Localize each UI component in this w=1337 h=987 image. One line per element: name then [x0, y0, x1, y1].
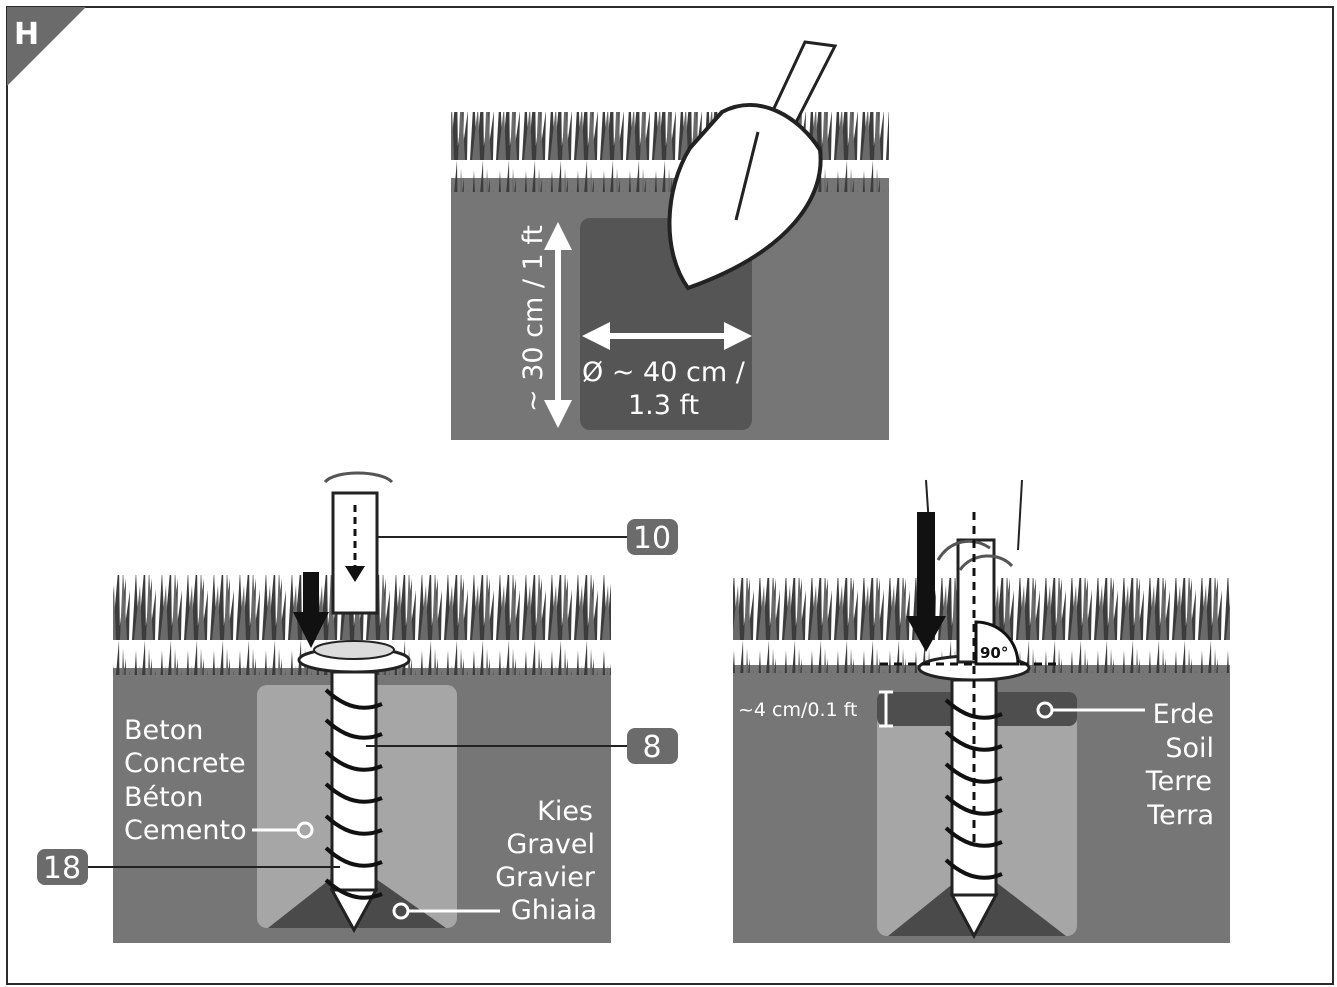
soil-label-fr: Terre — [1145, 766, 1212, 797]
diameter-arrow — [582, 322, 752, 350]
shovel-icon — [667, 40, 838, 291]
part-number-18: 18 — [43, 851, 81, 886]
concrete-label-it: Cemento — [124, 815, 247, 846]
part-badge-10 — [627, 519, 678, 555]
depth-arrow — [544, 222, 572, 428]
soil-depth-label: ~4 cm/0.1 ft — [738, 699, 857, 721]
panel-dig: ~ 30 cm / 1 ft Ø ~ 40 cm / 1.3 ft — [451, 40, 889, 440]
soil-label-de: Erde — [1153, 699, 1214, 730]
part-number-8: 8 — [642, 730, 661, 765]
diameter-label-line2: 1.3 ft — [628, 390, 699, 421]
insertion-tool — [323, 471, 394, 615]
ground-screw — [297, 640, 411, 934]
gravel-label-fr: Gravier — [495, 862, 596, 893]
panel-concrete: 10 8 18 Beton Concrete Béton Cemento Kie… — [37, 471, 678, 943]
gravel-label-de: Kies — [537, 796, 593, 827]
gravel-pointer-dot — [392, 902, 410, 920]
right-angle-icon — [974, 620, 1020, 666]
section-letter: H — [14, 17, 39, 52]
soil-label-it: Terra — [1146, 800, 1214, 831]
part-badge-18 — [37, 849, 88, 885]
part-number-10: 10 — [633, 521, 671, 556]
part-badge-8 — [627, 728, 678, 764]
section-corner-badge — [7, 7, 86, 86]
soil-depth-marker — [879, 690, 893, 728]
panel-soil: 90° ~4 cm/0.1 ft Erde Soil Terre Terra — [733, 479, 1230, 943]
page-frame — [6, 6, 1334, 985]
soil-label-en: Soil — [1165, 733, 1214, 764]
down-arrow-icon — [293, 572, 329, 648]
concrete-pointer-dot — [296, 821, 314, 839]
angle-label: 90° — [980, 644, 1008, 662]
concrete-label-de: Beton — [124, 715, 203, 746]
diameter-label-line1: Ø ~ 40 cm / — [582, 357, 746, 388]
concrete-label-en: Concrete — [124, 748, 246, 779]
down-arrow-icon — [906, 512, 946, 652]
grass-strip — [451, 112, 889, 192]
gravel-label-it: Ghiaia — [511, 895, 597, 926]
depth-label: ~ 30 cm / 1 ft — [518, 225, 549, 412]
gravel-label-en: Gravel — [506, 829, 595, 860]
concrete-label-fr: Béton — [124, 782, 203, 813]
